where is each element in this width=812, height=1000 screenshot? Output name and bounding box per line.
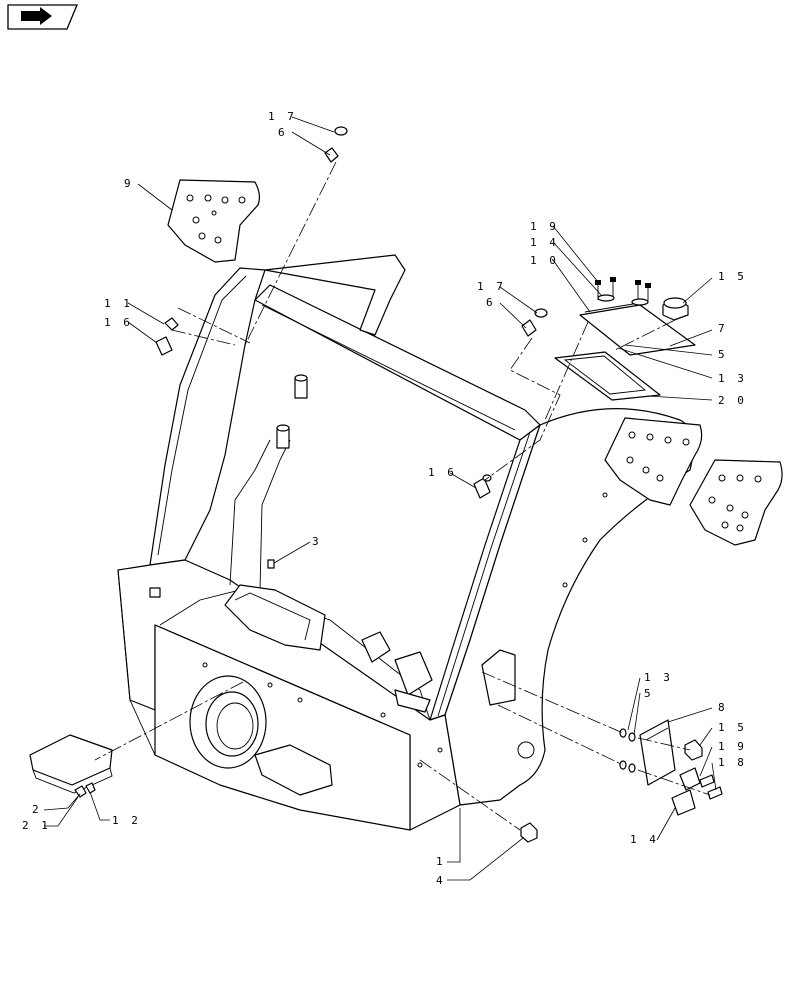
plate-right-lower (689, 459, 783, 546)
plate-right-upper (604, 417, 703, 506)
callout-1: 1 (436, 855, 446, 868)
callout-2: 2 (32, 803, 42, 816)
callout-20: 2 0 (718, 394, 747, 407)
callout-17: 1 7 (268, 110, 297, 123)
callout-5: 5 (718, 348, 728, 361)
cap-part-15-lower (684, 739, 703, 761)
callout-16: 1 6 (428, 466, 457, 479)
bolt-17-6-mid (521, 308, 548, 337)
callout-10: 1 0 (530, 254, 559, 267)
bolt-17-6-top (324, 126, 348, 163)
nav-button[interactable] (7, 4, 78, 30)
callout-14: 1 4 (530, 236, 559, 249)
plug-11-16-left (155, 317, 179, 356)
callout-3: 3 (312, 535, 322, 548)
callout-12: 1 2 (112, 814, 141, 827)
callout-16: 1 6 (104, 316, 133, 329)
leader-lines (43, 116, 717, 881)
callout-6: 6 (486, 296, 496, 309)
callout-7: 7 (718, 322, 728, 335)
callout-8: 8 (718, 701, 728, 714)
plug-part-4 (520, 822, 538, 843)
plug-16-center (473, 474, 492, 499)
callout-15: 1 5 (718, 270, 747, 283)
callout-11: 1 1 (104, 297, 133, 310)
callout-15: 1 5 (718, 721, 747, 734)
callout-13: 1 3 (718, 372, 747, 385)
gasket-part-20 (554, 351, 661, 401)
callout-9: 9 (124, 177, 134, 190)
bracket-part-8 (639, 719, 676, 786)
callout-6: 6 (278, 126, 288, 139)
callout-18: 1 8 (718, 756, 747, 769)
main-frame-part-1 (117, 254, 694, 831)
callout-13: 1 3 (644, 671, 673, 684)
plate-part-9 (167, 179, 261, 263)
bolt-21-12 (74, 782, 96, 798)
fasteners-top-right (595, 277, 651, 306)
callout-4: 4 (436, 874, 446, 887)
cover-part-2 (29, 734, 113, 794)
callout-19: 1 9 (718, 740, 747, 753)
centerlines (94, 161, 711, 831)
callout-5: 5 (644, 687, 654, 700)
clamps-14-18-19 (671, 767, 723, 816)
cap-part-15-top (662, 297, 689, 321)
fitting-part-3 (267, 559, 275, 569)
washers-13-5 (619, 728, 636, 773)
arrow-right-icon (21, 7, 52, 25)
callout-17: 1 7 (477, 280, 506, 293)
callout-19: 1 9 (530, 220, 559, 233)
callout-labels: 1 7 6 9 1 1 1 6 1 9 1 4 1 0 1 5 1 7 6 7 … (22, 110, 747, 887)
callout-14: 1 4 (630, 833, 659, 846)
callout-21: 2 1 (22, 819, 51, 832)
